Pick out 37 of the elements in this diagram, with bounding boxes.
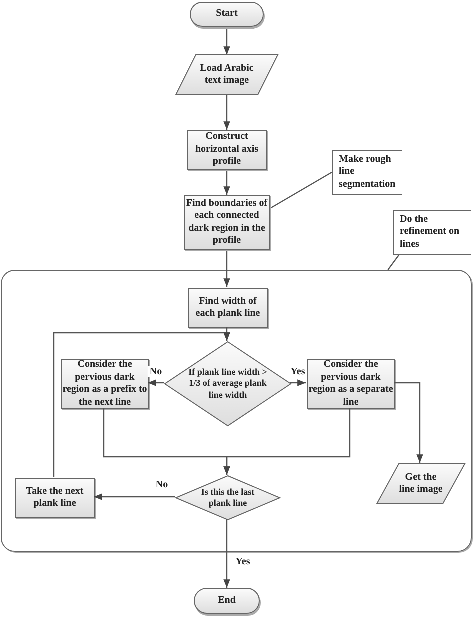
decision-text: If plank line width > 1/3 of average plank line width [188, 367, 268, 401]
annotation-text: Do the refinement on lines [400, 214, 461, 252]
leader-line [270, 172, 332, 210]
step-text: Find width of each plank line [194, 296, 262, 320]
arrow [148, 380, 164, 386]
edge-label: No [154, 480, 170, 490]
data-text: Get the line image [399, 472, 443, 496]
edge-label: Yes [288, 366, 308, 378]
process-box [15, 478, 95, 518]
edge-label: Yes [234, 556, 252, 568]
terminal-text: End [218, 594, 236, 608]
arrow [224, 408, 351, 475]
step-text: Consider the pervious dark region as a separate line [308, 359, 394, 409]
annotation-text: Make rough line segmentation [339, 154, 397, 192]
arrow [224, 170, 230, 195]
leader-line [388, 254, 400, 270]
terminal-text: Start [216, 8, 238, 21]
step-text: Take the next plank line [25, 486, 85, 510]
arrow [290, 380, 306, 386]
arrow [224, 95, 230, 130]
process-box [188, 288, 268, 328]
arrow [394, 382, 424, 463]
arrow [94, 494, 175, 500]
loop-region [1, 270, 472, 552]
arrow [53, 332, 230, 477]
arrow [224, 250, 230, 287]
process-box [187, 130, 267, 170]
annotation-bracket [393, 210, 471, 255]
data-text: Load Arabic text image [199, 62, 255, 88]
decision-text: Is this the last plank line [200, 486, 256, 510]
step-text: Find boundaries of each connected dark region in the profile [185, 198, 269, 248]
step-text: Construct horizontal axis profile [194, 131, 260, 169]
annotation-bracket [332, 150, 402, 195]
arrow [224, 27, 230, 55]
edge-label: No [148, 366, 164, 378]
arrow [224, 519, 230, 588]
step-text: Consider the pervious dark region as a prefix to the next line [62, 359, 148, 409]
